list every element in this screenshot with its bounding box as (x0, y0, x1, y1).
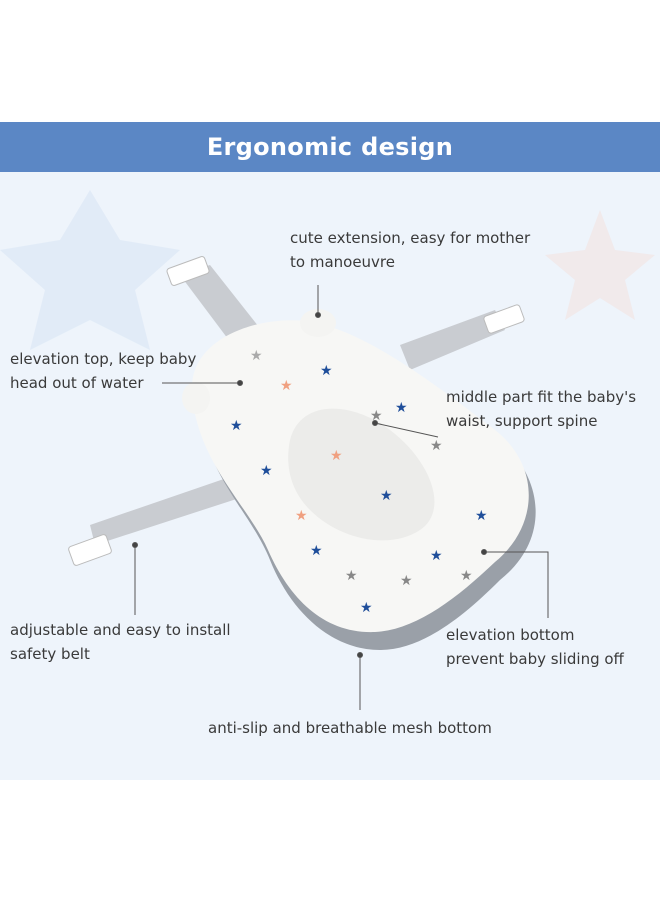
callout-elevation-bottom: elevation bottom prevent baby sliding of… (446, 623, 624, 671)
callout-line: elevation bottom (446, 626, 575, 644)
bath-seat-illustration: ★★ ★★ ★★ ★★ ★★ ★★ ★★ ★★ ★★ (0, 190, 655, 710)
callout-line: head out of water (10, 374, 144, 392)
svg-text:★: ★ (320, 363, 333, 379)
callout-line: adjustable and easy to install (10, 621, 231, 639)
callout-line: safety belt (10, 645, 90, 663)
svg-text:★: ★ (295, 508, 308, 524)
svg-text:★: ★ (260, 463, 273, 479)
callout-line: elevation top, keep baby (10, 350, 197, 368)
svg-text:★: ★ (230, 418, 243, 434)
callout-safety-belt: adjustable and easy to install safety be… (10, 618, 231, 666)
svg-text:★: ★ (430, 438, 443, 454)
callout-extension: cute extension, easy for mother to manoe… (290, 226, 530, 274)
svg-text:★: ★ (400, 573, 413, 589)
svg-text:★: ★ (370, 408, 383, 424)
callout-line: cute extension, easy for mother (290, 229, 531, 247)
extension-ear (300, 309, 336, 337)
header-banner: Ergonomic design (0, 122, 660, 172)
svg-text:★: ★ (250, 348, 263, 364)
product-panel: ★★ ★★ ★★ ★★ ★★ ★★ ★★ ★★ ★★ cute extensio… (0, 172, 660, 780)
svg-text:★: ★ (395, 400, 408, 416)
svg-text:★: ★ (330, 448, 343, 464)
svg-text:★: ★ (430, 548, 443, 564)
seat-body (182, 309, 536, 650)
callout-mesh-bottom: anti-slip and breathable mesh bottom (208, 716, 492, 740)
svg-text:★: ★ (460, 568, 473, 584)
page-title: Ergonomic design (206, 133, 454, 161)
safety-belt-straps (68, 256, 525, 566)
seat-star-pattern: ★★ ★★ ★★ ★★ ★★ ★★ ★★ ★★ ★★ (230, 348, 488, 616)
callout-line: prevent baby sliding off (446, 650, 624, 668)
callout-middle-part: middle part fit the baby's waist, suppor… (446, 385, 636, 433)
svg-text:★: ★ (310, 543, 323, 559)
callout-line: waist, support spine (446, 412, 598, 430)
callout-line: middle part fit the baby's (446, 388, 637, 406)
svg-text:★: ★ (345, 568, 358, 584)
svg-text:★: ★ (380, 488, 393, 504)
callout-lines (132, 285, 549, 710)
svg-text:★: ★ (360, 600, 373, 616)
svg-text:★: ★ (280, 378, 293, 394)
callout-elevation-top: elevation top, keep baby head out of wat… (10, 347, 196, 395)
background-stars-decoration (0, 190, 655, 350)
callout-line: anti-slip and breathable mesh bottom (208, 719, 492, 737)
svg-text:★: ★ (475, 508, 488, 524)
callout-line: to manoeuvre (290, 253, 395, 271)
